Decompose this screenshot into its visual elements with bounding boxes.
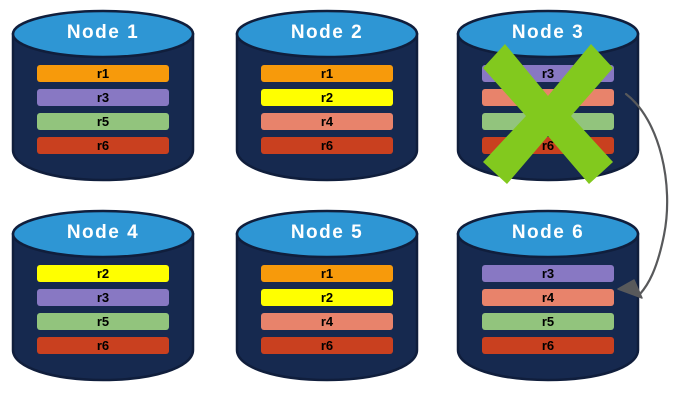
cylinder-top-ellipse (235, 209, 419, 259)
replica-bar[interactable]: r2 (261, 89, 393, 106)
cylinder-top-ellipse (11, 9, 195, 59)
replica-bar[interactable]: r6 (482, 337, 614, 354)
replica-list: r3 r4 r5 r6 (482, 65, 614, 154)
replica-bar[interactable]: r4 (482, 89, 614, 106)
cylinder-top-ellipse (11, 209, 195, 259)
replica-list: r3 r4 r5 r6 (482, 265, 614, 354)
replica-bar[interactable]: r6 (482, 137, 614, 154)
replica-list: r2 r3 r5 r6 (37, 265, 169, 354)
replica-bar[interactable]: r4 (261, 313, 393, 330)
replica-bar[interactable]: r2 (261, 289, 393, 306)
replica-bar[interactable]: r5 (37, 313, 169, 330)
replica-bar[interactable]: r6 (37, 337, 169, 354)
replica-bar[interactable]: r6 (261, 137, 393, 154)
replica-bar[interactable]: r4 (261, 113, 393, 130)
replica-bar[interactable]: r1 (261, 65, 393, 82)
replica-bar[interactable]: r1 (37, 65, 169, 82)
cylinder-top-ellipse (456, 9, 640, 59)
replica-list: r1 r2 r4 r6 (261, 65, 393, 154)
replica-bar[interactable]: r2 (37, 265, 169, 282)
cylinder-top-ellipse (235, 9, 419, 59)
replica-bar[interactable]: r5 (482, 313, 614, 330)
replica-bar[interactable]: r6 (37, 137, 169, 154)
replica-bar[interactable]: r1 (261, 265, 393, 282)
replica-bar[interactable]: r5 (37, 113, 169, 130)
replica-bar[interactable]: r6 (261, 337, 393, 354)
replica-bar[interactable]: r3 (482, 65, 614, 82)
replica-bar[interactable]: r3 (482, 265, 614, 282)
cylinder-top-ellipse (456, 209, 640, 259)
replica-list: r1 r3 r5 r6 (37, 65, 169, 154)
replica-bar[interactable]: r4 (482, 289, 614, 306)
replica-bar[interactable]: r3 (37, 289, 169, 306)
replica-list: r1 r2 r4 r6 (261, 265, 393, 354)
replica-bar[interactable]: r3 (37, 89, 169, 106)
replica-bar[interactable]: r5 (482, 113, 614, 130)
